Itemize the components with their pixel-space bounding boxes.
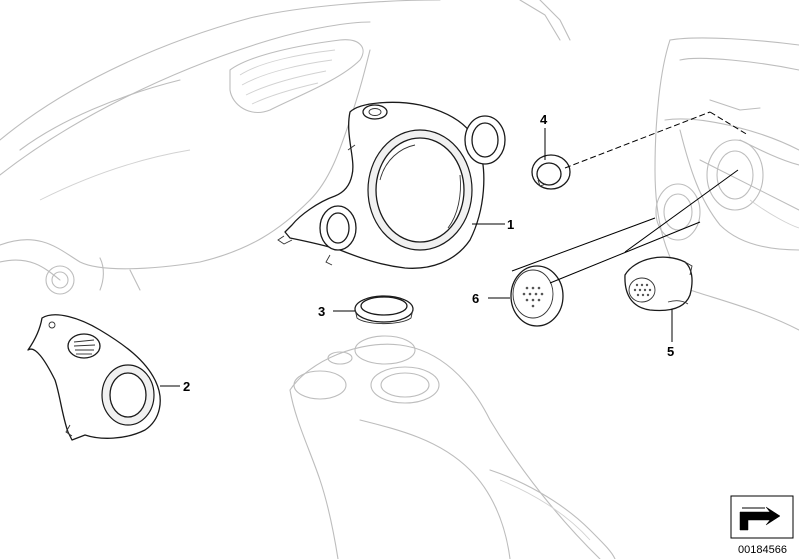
part-1-cluster-bezel bbox=[277, 101, 506, 269]
speaker-grille-dots bbox=[633, 283, 652, 297]
background-dashboard bbox=[0, 0, 571, 295]
diagram-code: 00184566 bbox=[738, 544, 787, 556]
callout-6: 6 bbox=[472, 291, 479, 306]
angle-arrow-icon bbox=[730, 495, 794, 539]
part-2-side-trim bbox=[27, 314, 161, 441]
callout-2: 2 bbox=[183, 379, 190, 394]
callout-5: 5 bbox=[667, 344, 674, 359]
callout-1: 1 bbox=[507, 217, 514, 232]
background-center-console bbox=[289, 335, 616, 559]
part-6-round-cover bbox=[510, 265, 564, 327]
part-4-small-bezel bbox=[531, 154, 571, 190]
callout-3: 3 bbox=[318, 304, 325, 319]
callout-4: 4 bbox=[540, 112, 548, 127]
speaker-grille-dots bbox=[522, 286, 544, 308]
leader-lines bbox=[160, 111, 749, 387]
callout-numbers: 1 2 3 4 5 6 bbox=[183, 112, 674, 394]
part-5-speaker-cover bbox=[624, 256, 693, 312]
part-3-ring bbox=[354, 295, 414, 325]
